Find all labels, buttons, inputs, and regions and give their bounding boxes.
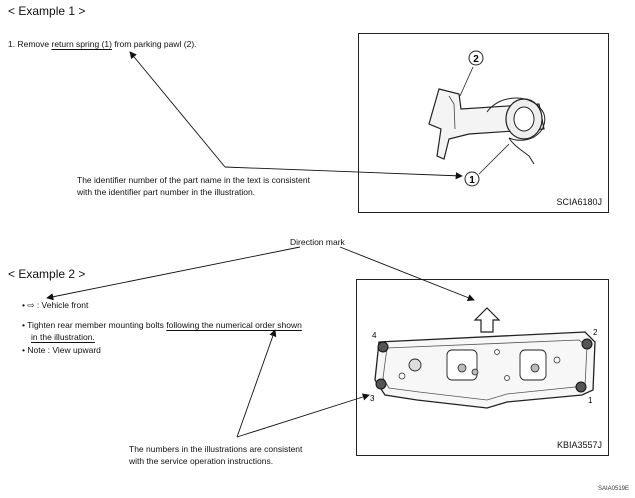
example-2-heading: < Example 2 >: [8, 267, 86, 281]
direction-mark-label: Direction mark: [290, 237, 345, 247]
callout-2-leader: [459, 66, 474, 97]
bolt-label-4: 4: [372, 331, 377, 340]
bolt-hole-b: [471, 368, 479, 376]
step-underlined-part: return spring (1): [51, 39, 112, 49]
parking-pawl-illustration: 2 1: [428, 50, 546, 187]
pawl-edge-detail: [448, 95, 456, 130]
leader-to-numerical-order-text: [236, 329, 277, 438]
bullet-view-upward: • Note : View upward: [22, 345, 101, 355]
note-line-1: The identifier number of the part name i…: [77, 175, 310, 185]
mount-left: [408, 358, 422, 372]
bolt-hole-c: [530, 363, 540, 373]
step-suffix: from parking pawl (2).: [114, 39, 197, 49]
leader-to-text-reference: [129, 51, 226, 168]
example-2-figure: 1 2 3 4 KBIA3557J: [356, 279, 609, 456]
bullet-2-line-2: in the illustration.: [31, 332, 95, 342]
hole-f: [494, 349, 500, 355]
bullet-2-underlined: following the numerical order shown: [166, 320, 302, 330]
example-1-note: The identifier number of the part name i…: [77, 174, 310, 198]
rear-member-outline: [374, 331, 596, 409]
example-1-step: 1. Remove return spring (1) from parking…: [8, 38, 197, 50]
note-line-2: with the service operation instructions.: [129, 456, 274, 466]
bolt-label-1: 1: [588, 396, 593, 405]
step-prefix: 1. Remove: [8, 39, 50, 49]
bolt-hole-a: [457, 363, 467, 373]
bolt-label-3: 3: [370, 394, 375, 403]
hole-g: [504, 375, 510, 381]
bolt-2: [581, 338, 593, 350]
bolt-label-2: 2: [593, 328, 598, 337]
note-line-1: The numbers in the illustrations are con…: [129, 444, 303, 454]
callout-2-circle: [468, 50, 484, 66]
example-1-figure-code: SCIA6180J: [556, 197, 602, 207]
pivot-inner: [513, 106, 535, 132]
footer-code: SAIA0519E: [597, 486, 629, 492]
example-1-figure: 2 1 SCIA6180J: [358, 33, 609, 213]
spring-coil: [486, 97, 546, 141]
bullet-tighten-bolts: • Tighten rear member mounting bolts fol…: [22, 319, 302, 331]
spring-tail: [508, 137, 535, 165]
example-2-note: The numbers in the illustrations are con…: [129, 443, 302, 467]
bullet-vehicle-front: • ⇨ : Vehicle front: [22, 300, 89, 310]
example-1-heading: < Example 1 >: [8, 4, 86, 18]
note-line-2: with the identifier part number in the i…: [77, 187, 256, 197]
direction-arrow-icon: [473, 307, 501, 333]
hole-d: [553, 356, 561, 364]
callout-1-leader: [478, 143, 510, 175]
example-2-figure-code: KBIA3557J: [556, 440, 602, 450]
callout-1-label: 1: [469, 175, 475, 186]
hole-e: [398, 372, 406, 380]
rear-member-illustration: 1 2 3 4: [370, 307, 598, 409]
bolt-1: [575, 381, 587, 393]
bolt-4: [377, 341, 389, 353]
callout-2-label: 2: [473, 54, 479, 65]
callout-1-circle: [464, 171, 480, 187]
bullet-2-prefix: • Tighten rear member mounting bolts: [22, 320, 164, 330]
leader-to-bolt-number-3: [236, 393, 370, 438]
bolt-3: [375, 378, 387, 390]
